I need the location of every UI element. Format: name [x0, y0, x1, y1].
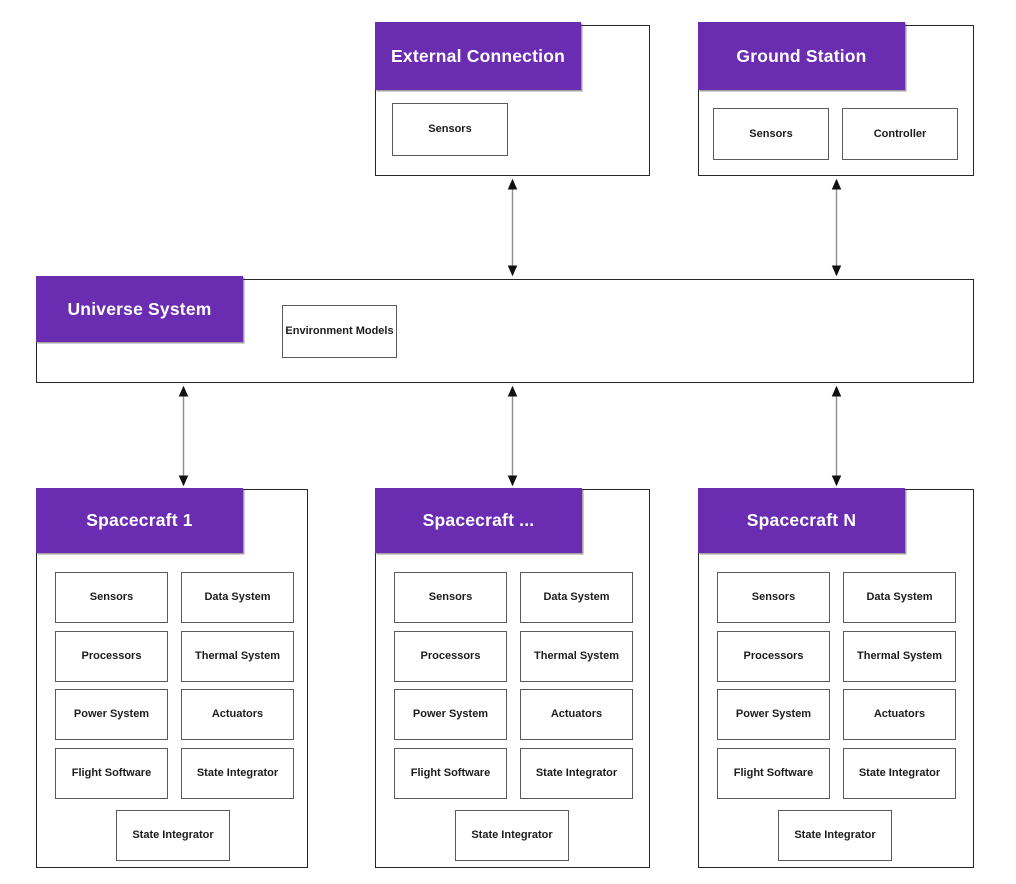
environment-models-box: Environment Models: [282, 305, 397, 358]
module-label: State Integrator: [535, 767, 618, 780]
module-label: State Integrator: [471, 829, 553, 842]
module-label: Thermal System: [857, 650, 942, 663]
module-label: Actuators: [211, 708, 264, 721]
spacecraft-dots-flight-software-box: Flight Software: [394, 748, 507, 799]
module-label: State Integrator: [132, 829, 214, 842]
module-label: Power System: [412, 708, 489, 721]
module-label: Sensors: [428, 591, 473, 604]
spacecraft-1-state-integrator-box: State Integrator: [181, 748, 294, 799]
spacecraft-dots-sensors-box: Sensors: [394, 572, 507, 623]
spacecraft-dots-actuators-box: Actuators: [520, 689, 633, 740]
module-label: Controller: [873, 127, 927, 140]
universe-system-header: Universe System: [36, 276, 243, 342]
module-label: State Integrator: [858, 767, 941, 780]
spacecraft-1-actuators-box: Actuators: [181, 689, 294, 740]
spacecraft-n-flight-software-box: Flight Software: [717, 748, 830, 799]
spacecraft-1-state-integrator-bottom-box: State Integrator: [116, 810, 230, 861]
module-label: Processors: [743, 650, 804, 663]
external-connection-title: External Connection: [391, 45, 565, 66]
spacecraft-n-actuators-box: Actuators: [843, 689, 956, 740]
spacecraft-n-thermal-system-box: Thermal System: [843, 631, 956, 682]
module-label: Data System: [543, 591, 610, 604]
spacecraft-n-state-integrator-bottom-box: State Integrator: [778, 810, 892, 861]
module-label: State Integrator: [196, 767, 279, 780]
module-label: Processors: [81, 650, 142, 663]
module-label: Flight Software: [71, 767, 152, 780]
module-label: Thermal System: [195, 650, 280, 663]
module-label: Power System: [735, 708, 812, 721]
spacecraft-1-header: Spacecraft 1: [36, 488, 243, 553]
ground-station-title: Ground Station: [736, 45, 867, 66]
module-label: Data System: [204, 591, 271, 604]
spacecraft-dots-title: Spacecraft ...: [422, 510, 535, 530]
external-connection-header: External Connection: [375, 22, 581, 90]
spacecraft-1-sensors-box: Sensors: [55, 572, 168, 623]
module-label: Actuators: [550, 708, 603, 721]
module-label: Sensors: [751, 591, 796, 604]
module-label: Power System: [73, 708, 150, 721]
spacecraft-1-title: Spacecraft 1: [86, 510, 193, 530]
ground-station-header: Ground Station: [698, 22, 905, 90]
spacecraft-dots-thermal-system-box: Thermal System: [520, 631, 633, 682]
spacecraft-n-processors-box: Processors: [717, 631, 830, 682]
spacecraft-n-state-integrator-box: State Integrator: [843, 748, 956, 799]
module-label: Flight Software: [733, 767, 814, 780]
external-connection-sensors-box: Sensors: [392, 103, 508, 156]
spacecraft-dots-state-integrator-bottom-box: State Integrator: [455, 810, 569, 861]
module-label: Data System: [866, 591, 933, 604]
spacecraft-1-data-system-box: Data System: [181, 572, 294, 623]
spacecraft-dots-state-integrator-box: State Integrator: [520, 748, 633, 799]
module-label: Environment Models: [285, 325, 394, 338]
spacecraft-n-power-system-box: Power System: [717, 689, 830, 740]
spacecraft-dots-data-system-box: Data System: [520, 572, 633, 623]
ground-station-controller-box: Controller: [842, 108, 958, 160]
module-label: State Integrator: [794, 829, 876, 842]
module-label: Actuators: [873, 708, 926, 721]
spacecraft-n-data-system-box: Data System: [843, 572, 956, 623]
spacecraft-1-processors-box: Processors: [55, 631, 168, 682]
spacecraft-n-sensors-box: Sensors: [717, 572, 830, 623]
module-label: Sensors: [89, 591, 134, 604]
module-label: Processors: [420, 650, 481, 663]
module-label: Sensors: [749, 127, 793, 140]
spacecraft-n-title: Spacecraft N: [746, 510, 857, 530]
spacecraft-dots-header: Spacecraft ...: [375, 488, 582, 553]
module-label: Thermal System: [534, 650, 619, 663]
spacecraft-1-power-system-box: Power System: [55, 689, 168, 740]
spacecraft-dots-power-system-box: Power System: [394, 689, 507, 740]
spacecraft-1-thermal-system-box: Thermal System: [181, 631, 294, 682]
module-label: Flight Software: [410, 767, 491, 780]
universe-system-title: Universe System: [67, 298, 212, 319]
spacecraft-n-header: Spacecraft N: [698, 488, 905, 553]
spacecraft-dots-processors-box: Processors: [394, 631, 507, 682]
spacecraft-1-flight-software-box: Flight Software: [55, 748, 168, 799]
ground-station-sensors-box: Sensors: [713, 108, 829, 160]
module-label: Sensors: [428, 123, 472, 136]
